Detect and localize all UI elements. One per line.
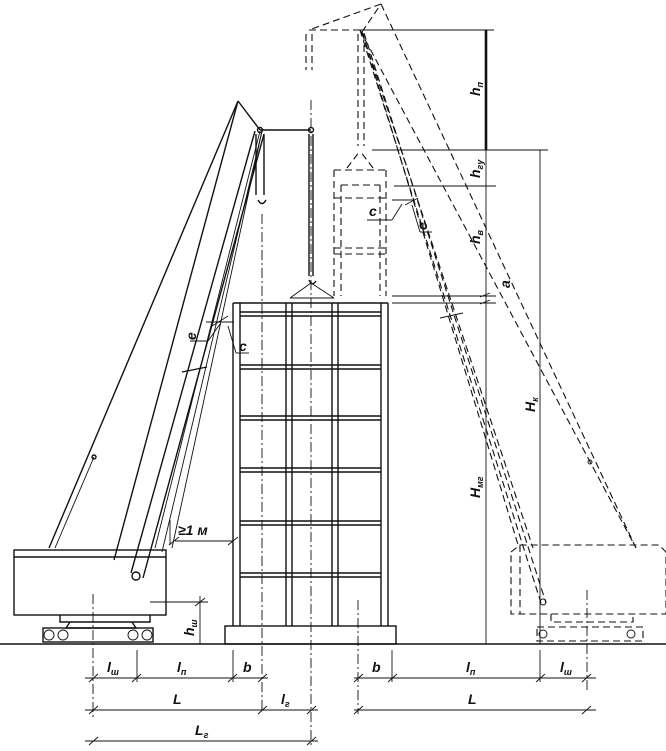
dimension-labels: hп hгу hв a Hк Hмг hш c e c e ≥1 м lш lп…	[107, 81, 572, 740]
label-min-gap: ≥1 м	[178, 522, 208, 538]
label-b-right: b	[372, 659, 381, 675]
label-c-left: c	[239, 338, 247, 354]
label-h-v: hв	[467, 229, 485, 244]
label-l-g: lг	[281, 691, 290, 709]
label-l-g-total: Lг	[195, 722, 209, 740]
left-crane	[13, 100, 317, 643]
right-crane	[305, 3, 666, 642]
label-b-left: b	[243, 659, 252, 675]
label-l-p-left: lп	[177, 659, 187, 677]
label-l-sh-left: lш	[107, 659, 119, 677]
label-e-top: e	[414, 222, 430, 230]
label-h-p: hп	[467, 81, 485, 96]
top-slings	[289, 282, 335, 299]
label-e-left: e	[183, 332, 199, 340]
label-l-p-right: lп	[466, 659, 476, 677]
label-c-top: c	[369, 203, 377, 219]
label-a: a	[497, 280, 513, 288]
label-h-mg: Hмг	[467, 476, 485, 498]
center-axes	[92, 100, 588, 745]
label-l-left: L	[173, 691, 182, 707]
label-l-right: L	[468, 691, 477, 707]
dimension-lines	[85, 29, 596, 746]
building-frame	[224, 302, 397, 645]
label-h-k: Hк	[522, 397, 540, 412]
label-h-gu: hгу	[467, 159, 485, 178]
label-l-sh-right: lш	[560, 659, 572, 677]
label-h-sh: hш	[181, 619, 199, 636]
lifted-element	[333, 150, 387, 296]
